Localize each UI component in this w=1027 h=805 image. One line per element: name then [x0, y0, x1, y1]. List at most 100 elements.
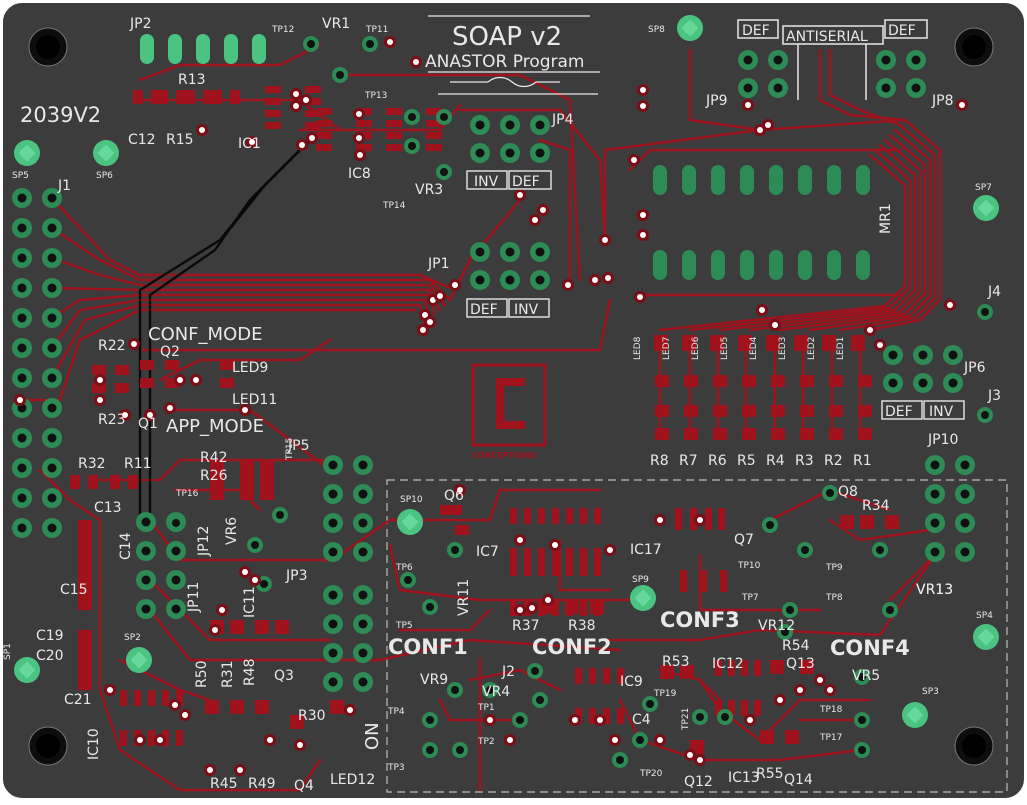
component-label: LED11 — [232, 392, 277, 408]
smd-pad — [770, 660, 784, 674]
smd-pad — [110, 475, 120, 489]
via-hole — [249, 139, 255, 145]
smd-pad — [265, 86, 281, 93]
smd-pad — [120, 730, 127, 746]
smd-pad — [70, 475, 80, 489]
spare-pad-core — [18, 661, 36, 679]
pad-hole — [47, 373, 57, 383]
via-hole — [640, 87, 646, 93]
smd-pad — [829, 428, 843, 440]
test-pad-hole — [536, 696, 544, 704]
component-label: J1 — [57, 178, 71, 194]
test-pad-hole — [781, 628, 789, 636]
smd-pad — [713, 375, 727, 387]
via-hole — [765, 122, 771, 128]
pad-hole — [358, 489, 368, 499]
smd-pad — [858, 375, 872, 387]
mr1-pad — [653, 165, 667, 195]
smd-pad — [566, 508, 573, 524]
smd-pad — [654, 335, 668, 351]
component-label: J3 — [987, 388, 1001, 404]
pad-hole — [358, 648, 368, 658]
smd-pad — [255, 700, 269, 714]
via-hole — [357, 152, 363, 158]
component-label: VR6 — [224, 517, 240, 545]
pad-hole — [505, 247, 515, 257]
pad-hole — [17, 493, 27, 503]
smd-pad — [538, 548, 545, 564]
via-hole — [172, 702, 178, 708]
component-label: IC7 — [476, 544, 499, 560]
component-label: R13 — [178, 72, 206, 88]
pad-hole — [358, 590, 368, 600]
smd-pad — [742, 405, 756, 417]
copper-traces — [20, 43, 942, 792]
conf3-label: CONF3 — [660, 608, 740, 632]
component-label: JP6 — [963, 360, 986, 376]
top-label-texts: DEF ANTISERIAL DEF — [742, 23, 916, 45]
smd-pad — [617, 668, 624, 684]
component-label: Q13 — [786, 656, 815, 672]
smd-pad — [552, 548, 559, 564]
pad-hole — [358, 619, 368, 629]
component-label: VR4 — [482, 684, 510, 700]
conf2-label: CONF2 — [532, 635, 612, 659]
pad-hole — [960, 489, 970, 499]
via-hole — [452, 282, 458, 288]
smd-pad — [858, 428, 872, 440]
via-hole — [777, 697, 783, 703]
smd-pad — [510, 560, 517, 576]
component-label: C12 — [128, 132, 156, 148]
smd-pad — [713, 405, 727, 417]
test-pad-hole — [440, 168, 448, 176]
pad-hole — [47, 493, 57, 503]
mr1-pad — [856, 165, 870, 195]
component-label: IC17 — [630, 542, 662, 558]
smd-pad — [510, 508, 517, 524]
test-pad-hole — [276, 511, 284, 519]
smd-pad — [738, 335, 752, 351]
pad-hole — [17, 373, 27, 383]
component-label: LED4 — [749, 336, 759, 360]
via-hole — [572, 717, 578, 723]
smd-pad — [566, 560, 573, 576]
smd-pad — [140, 378, 154, 388]
mr1-pad — [711, 165, 725, 195]
smd-pad — [800, 375, 814, 387]
component-label: SP7 — [975, 183, 992, 193]
via-hole — [237, 767, 243, 773]
via-hole — [131, 341, 137, 347]
pad-hole — [773, 83, 783, 93]
jp1-option-1: DEF — [470, 302, 498, 318]
component-label: JP10 — [927, 432, 958, 448]
smd-pad — [212, 90, 222, 104]
via-hole — [687, 752, 693, 758]
smd-pad — [176, 690, 183, 706]
component-label: TP9 — [825, 563, 843, 573]
smd-pad — [165, 378, 179, 388]
on-label: ON — [362, 722, 383, 750]
smd-pad — [426, 108, 442, 115]
smd-pad — [771, 405, 785, 417]
smd-pad — [230, 700, 244, 714]
spare-pad-core — [977, 628, 995, 646]
smd-pad — [426, 144, 442, 151]
mr1-pad — [711, 250, 725, 280]
test-pad-hole — [336, 71, 344, 79]
test-pad-hole — [408, 113, 416, 121]
pad-hole — [475, 247, 485, 257]
via-hole — [657, 517, 663, 523]
smd-pad — [128, 475, 138, 489]
pad-hole — [930, 460, 940, 470]
via-hole — [827, 687, 833, 693]
pad-hole — [17, 223, 27, 233]
pad-hole — [171, 575, 181, 585]
test-pad-hole — [858, 673, 866, 681]
component-label: R11 — [124, 456, 152, 472]
smd-pad — [705, 508, 712, 530]
smd-pad — [785, 730, 799, 744]
smd-pad — [210, 460, 224, 500]
smd-pad — [754, 700, 761, 716]
component-label: SP4 — [976, 611, 993, 621]
